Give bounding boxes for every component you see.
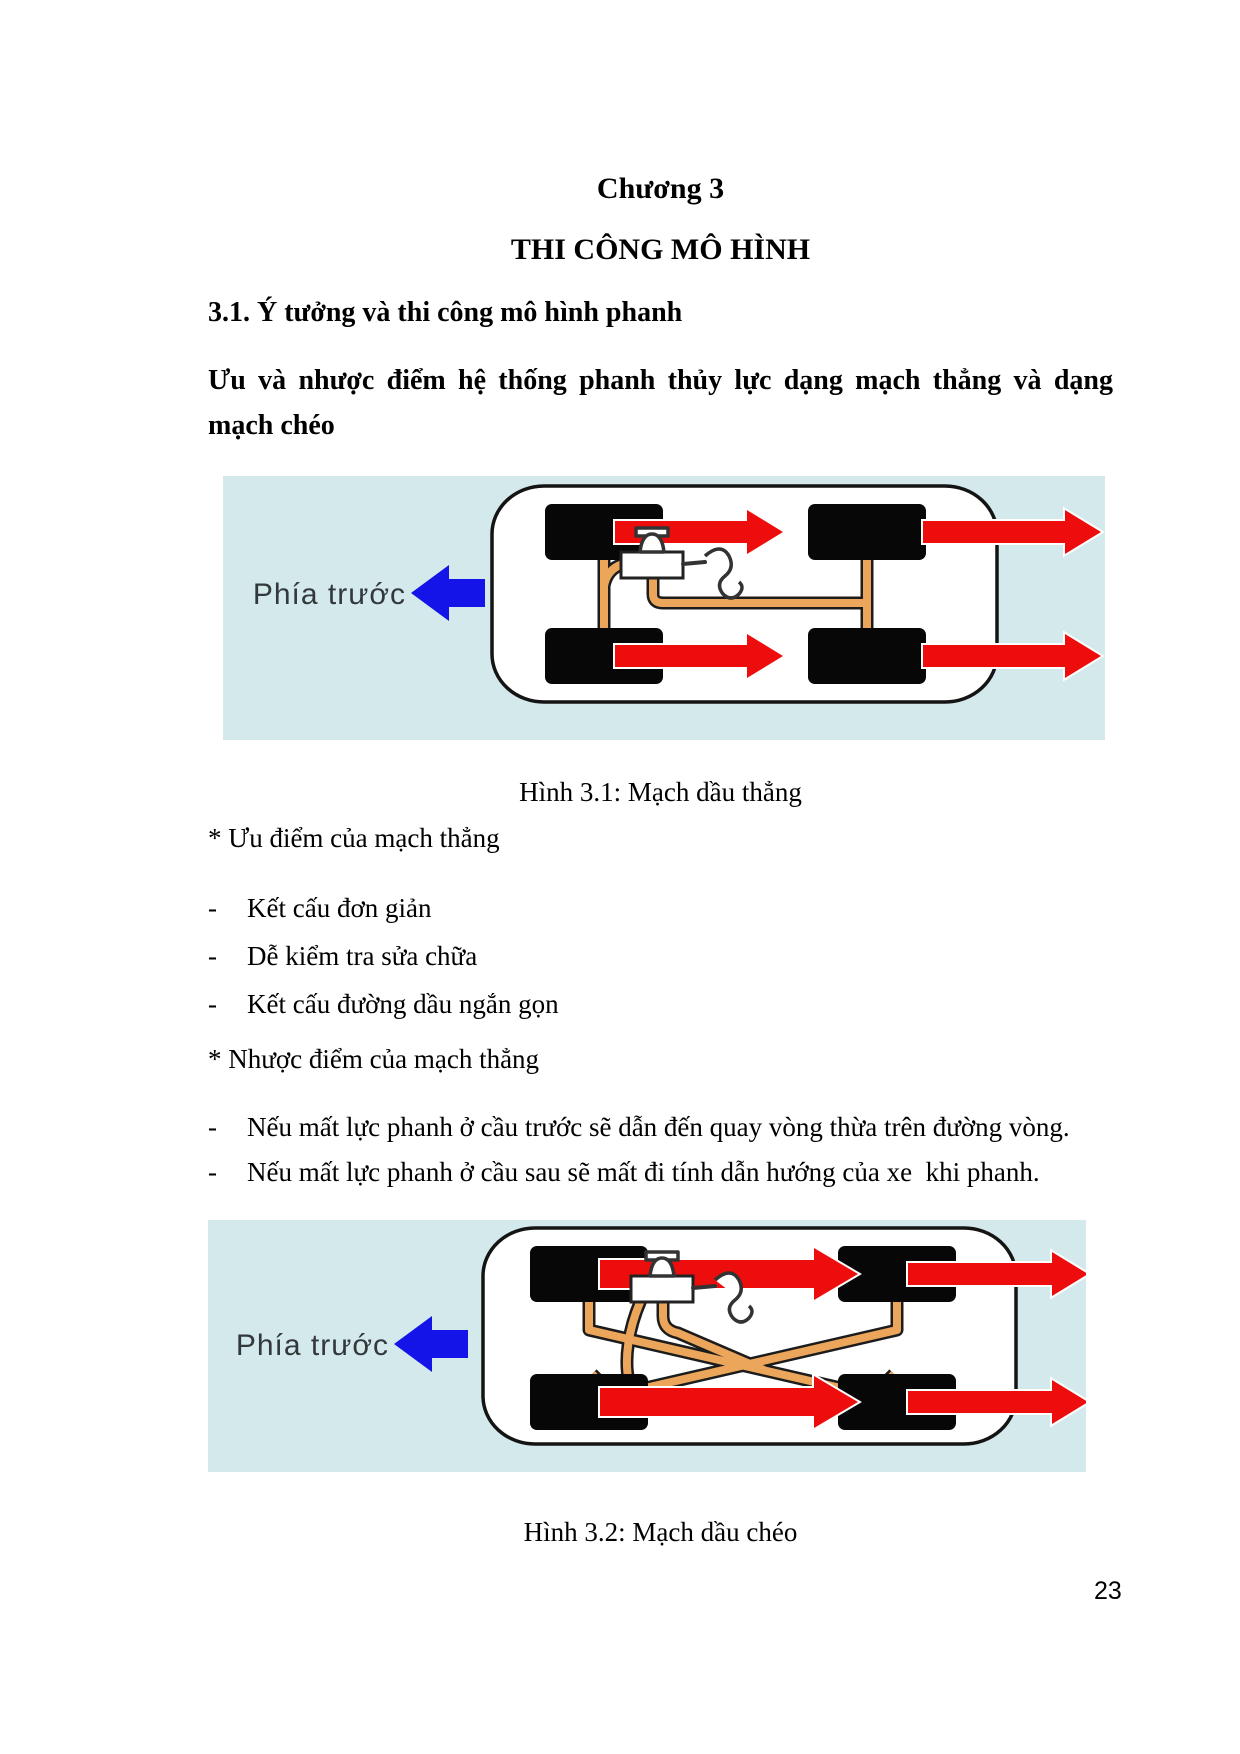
- red-arrow-rear-right: [906, 1376, 1086, 1428]
- list-item-text: Nếu mất lực phanh ở cầu sau sẽ mất đi tí…: [247, 1157, 1040, 1187]
- figure-straight-circuit: Phía trước: [223, 476, 1105, 740]
- wheel-rear-right: [838, 1374, 956, 1430]
- bullet-dash: -: [208, 1112, 217, 1142]
- advantages-list: -Kết cấu đơn giản -Dễ kiểm tra sửa chữa …: [208, 884, 559, 1028]
- wheel-front-right: [838, 1246, 956, 1302]
- bullet-dash: -: [208, 893, 217, 923]
- pedal-foot-icon: [703, 547, 744, 600]
- list-item-text: Dễ kiểm tra sửa chữa: [247, 941, 478, 971]
- disadvantages-list: -Nếu mất lực phanh ở cầu trước sẽ dẫn đế…: [208, 1105, 1070, 1195]
- list-item: -Nếu mất lực phanh ở cầu trước sẽ dẫn đế…: [208, 1105, 1070, 1150]
- wheel-front-right: [808, 504, 926, 560]
- intro-paragraph: Ưu và nhược điểm hệ thống phanh thủy lực…: [208, 365, 1113, 441]
- pedal-rod-icon: [681, 560, 707, 566]
- front-direction: Phía trước: [253, 565, 485, 621]
- chapter-heading: Chương 3: [596, 172, 725, 205]
- list-item: -Dễ kiểm tra sửa chữa: [208, 932, 559, 980]
- list-item: -Nếu mất lực phanh ở cầu sau sẽ mất đi t…: [208, 1150, 1070, 1195]
- master-cylinder: [629, 1250, 754, 1324]
- brake-force-arrows: [613, 506, 1105, 682]
- wheel-front-left: [545, 504, 663, 560]
- list-item: -Kết cấu đường dầu ngắn gọn: [208, 980, 559, 1028]
- advantages-heading: * Ưu điểm của mạch thẳng: [208, 823, 500, 853]
- list-item-text: Kết cấu đường dầu ngắn gọn: [247, 989, 559, 1019]
- master-cylinder: [619, 526, 744, 600]
- bullet-dash: -: [208, 1157, 217, 1187]
- front-direction-arrow-icon: [411, 565, 485, 621]
- figure-diagonal-circuit: Phía trước: [208, 1220, 1086, 1472]
- figure-caption: Hình 3.2: Mạch dầu chéo: [523, 1517, 798, 1547]
- page-number: 23: [1094, 1577, 1122, 1605]
- wheel-rear-left: [545, 628, 663, 684]
- front-direction-label: Phía trước: [253, 578, 406, 611]
- pedal-rod-icon: [691, 1284, 717, 1290]
- chapter-title: THI CÔNG MÔ HÌNH: [510, 233, 811, 266]
- red-arrow-rear-left: [613, 630, 787, 682]
- driver-head-icon: [638, 532, 666, 554]
- red-arrow-rear-right: [921, 630, 1105, 682]
- pedal-foot-icon: [713, 1271, 754, 1324]
- list-item: -Kết cấu đơn giản: [208, 884, 559, 932]
- bullet-dash: -: [208, 989, 217, 1019]
- front-direction-label: Phía trước: [236, 1329, 389, 1362]
- list-item-text: Kết cấu đơn giản: [247, 893, 432, 923]
- figure-caption: Hình 3.1: Mạch dầu thẳng: [519, 777, 802, 807]
- red-arrow-rear-left: [598, 1372, 862, 1432]
- red-arrow-front-right: [906, 1248, 1086, 1300]
- front-direction-arrow-icon: [394, 1316, 468, 1372]
- disadvantages-heading: * Nhược điểm của mạch thẳng: [208, 1044, 540, 1074]
- wheels: [545, 504, 926, 684]
- straight-circuit-diagram: Phía trước: [253, 484, 1105, 704]
- diagonal-circuit-diagram: Phía trước: [236, 1226, 1086, 1446]
- driver-head-icon: [648, 1256, 676, 1278]
- wheel-rear-right: [808, 628, 926, 684]
- front-direction: Phía trước: [236, 1316, 468, 1372]
- list-item-text: Nếu mất lực phanh ở cầu trước sẽ dẫn đến…: [247, 1112, 1070, 1142]
- red-arrow-front-right: [921, 506, 1105, 558]
- bullet-dash: -: [208, 941, 217, 971]
- section-heading: 3.1. Ý tưởng và thi công mô hình phanh: [208, 297, 683, 328]
